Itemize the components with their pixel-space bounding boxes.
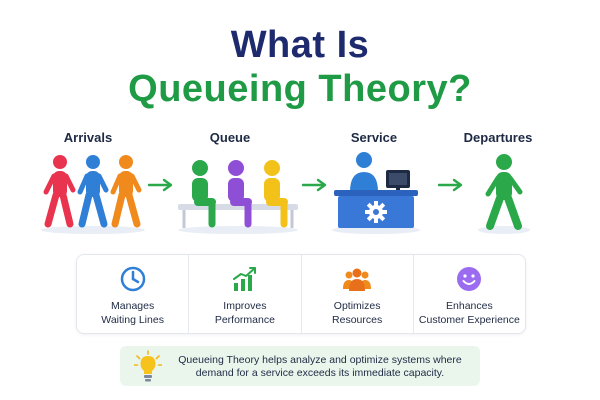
lightbulb-icon: [134, 350, 162, 382]
info-note: Queueing Theory helps analyze and optimi…: [120, 346, 480, 386]
smiley-icon: [457, 267, 482, 291]
benefit-optimizes-resources: Optimizes Resources: [302, 255, 414, 333]
benefit-label: Improves Performance: [214, 300, 275, 326]
title-line-2: Queueing Theory?: [128, 68, 472, 110]
growth-chart-icon: [232, 267, 256, 291]
note-text: Queueing Theory helps analyze and optimi…: [178, 354, 462, 379]
clock-icon: [120, 266, 145, 292]
benefit-enhances-customer-experience: Enhances Customer Experience: [414, 255, 525, 333]
flow-arrow-icon: [438, 178, 463, 192]
stage-label-queue: Queue: [209, 130, 251, 145]
queue-seated-people-illustration: [178, 160, 298, 234]
benefit-improves-performance: Improves Performance: [189, 255, 302, 333]
team-icon: [343, 268, 372, 291]
benefit-label: Enhances Customer Experience: [418, 300, 520, 326]
stage-label-arrivals: Arrivals: [63, 130, 113, 145]
stage-label-service: Service: [350, 130, 398, 145]
departing-person-illustration: [478, 154, 530, 234]
arrivals-people-illustration: [41, 155, 145, 234]
service-desk-illustration: [332, 152, 420, 234]
benefit-label: Optimizes Resources: [332, 300, 383, 326]
flow-arrow-icon: [302, 178, 327, 192]
benefit-manages-waiting-lines: Manages Waiting Lines: [77, 255, 190, 333]
title-line-1: What Is: [230, 24, 370, 66]
benefit-label: Manages Waiting Lines: [101, 300, 164, 326]
flow-arrow-icon: [148, 178, 173, 192]
benefits-panel: Manages Waiting Lines Improves Performan…: [76, 254, 526, 334]
stage-label-departures: Departures: [463, 130, 533, 145]
